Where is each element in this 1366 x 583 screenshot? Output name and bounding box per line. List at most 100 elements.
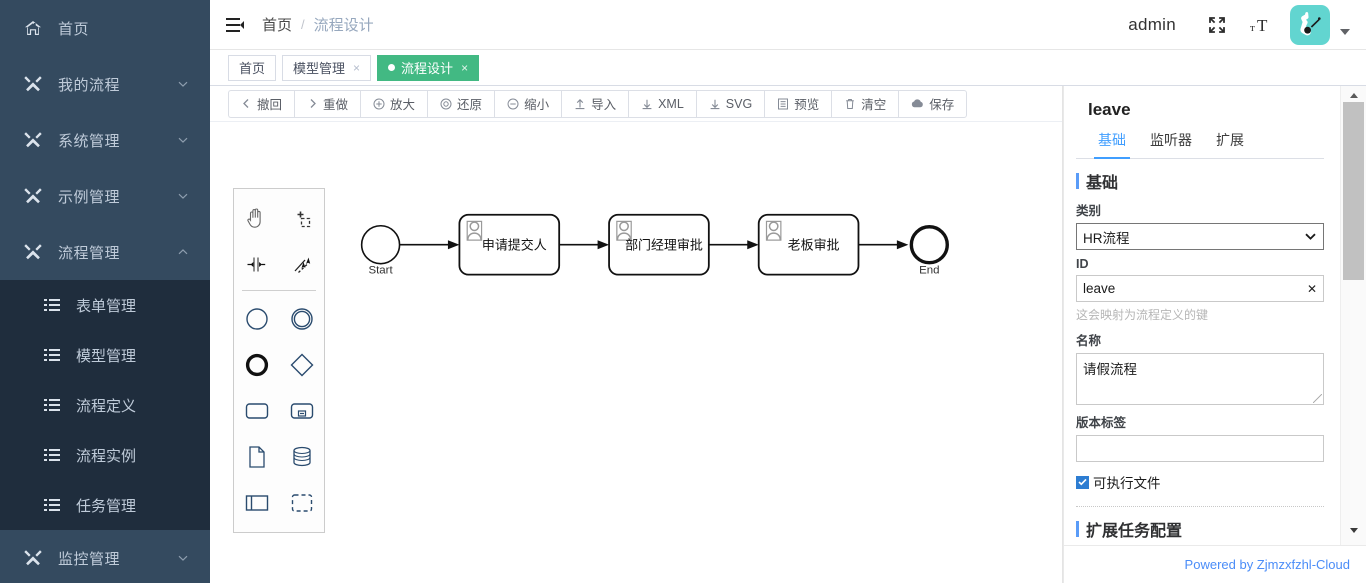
section-divider <box>1076 506 1324 507</box>
bpmn-diagram[interactable]: Start <box>210 122 1062 583</box>
group-icon[interactable] <box>279 480 324 526</box>
scroll-up-icon[interactable] <box>1341 88 1366 102</box>
sidebar-item-example[interactable]: 示例管理 <box>0 168 210 224</box>
executable-checkbox-row[interactable]: 可执行文件 <box>1076 472 1324 492</box>
collapse-menu-icon[interactable] <box>224 14 246 36</box>
list-icon <box>42 347 62 363</box>
tab-basic[interactable]: 基础 <box>1094 124 1130 159</box>
user-avatar-icon[interactable] <box>1290 4 1330 45</box>
sidebar-item-process-inst[interactable]: 流程实例 <box>0 430 210 480</box>
sidebar-item-monitor[interactable]: 监控管理 <box>0 530 210 583</box>
palette-row <box>234 388 324 434</box>
scroll-down-icon[interactable] <box>1341 523 1366 537</box>
tab-active-dot-icon <box>388 64 396 71</box>
tab-listener[interactable]: 监听器 <box>1150 124 1192 158</box>
hand-tool-icon[interactable] <box>234 195 279 241</box>
id-input[interactable]: leave ✕ <box>1076 275 1324 302</box>
preview-button[interactable]: 预览 <box>764 89 832 118</box>
start-event-icon[interactable] <box>234 296 279 342</box>
username-label: admin <box>1128 14 1176 34</box>
zoom-in-button[interactable]: 放大 <box>360 89 428 118</box>
version-input[interactable] <box>1076 435 1324 462</box>
page-footer: Powered by Zjmzxfzhl-Cloud <box>1064 545 1366 583</box>
sidebar-item-home[interactable]: 首页 <box>0 0 210 56</box>
list-icon <box>42 447 62 463</box>
tab-close-icon[interactable]: × <box>353 60 361 75</box>
toolbar-button-label: 缩小 <box>524 98 550 112</box>
sidebar-item-form-mgmt[interactable]: 表单管理 <box>0 280 210 330</box>
tab-model-mgmt[interactable]: 模型管理 × <box>282 54 372 81</box>
sidebar-item-process-mgmt[interactable]: 流程管理 <box>0 224 210 280</box>
download-icon <box>709 98 721 110</box>
zoom-out-button[interactable]: 缩小 <box>494 89 562 118</box>
checkbox-checked-icon[interactable] <box>1076 475 1089 489</box>
sidebar-item-label: 首页 <box>58 20 90 38</box>
fullscreen-icon[interactable] <box>1202 10 1232 40</box>
tab-home[interactable]: 首页 <box>228 54 277 81</box>
properties-scrollbar[interactable] <box>1340 86 1366 545</box>
space-tool-icon[interactable] <box>234 241 279 287</box>
scrollbar-thumb[interactable] <box>1343 102 1364 280</box>
data-object-icon[interactable] <box>234 434 279 480</box>
sidebar-item-process-def[interactable]: 流程定义 <box>0 380 210 430</box>
reset-zoom-button[interactable]: 还原 <box>427 89 495 118</box>
tab-process-design[interactable]: 流程设计 × <box>377 54 480 81</box>
executable-label: 可执行文件 <box>1093 476 1161 491</box>
gateway-icon[interactable] <box>279 342 324 388</box>
tab-strip: 首页 模型管理 × 流程设计 × <box>210 50 1366 86</box>
name-textarea[interactable]: 请假流程 <box>1076 353 1324 405</box>
sidebar-item-my-process[interactable]: 我的流程 <box>0 56 210 112</box>
tab-extension[interactable]: 扩展 <box>1216 124 1244 158</box>
sidebar-subitem-label: 模型管理 <box>76 347 137 365</box>
connect-tool-icon[interactable] <box>279 241 324 287</box>
sidebar-item-task-mgmt[interactable]: 任务管理 <box>0 480 210 530</box>
bpmn-flow-2[interactable] <box>559 240 610 250</box>
undo-button[interactable]: 撤回 <box>228 89 295 118</box>
bpmn-node-label: Start <box>368 265 393 277</box>
id-label: ID <box>1076 257 1089 271</box>
participant-icon[interactable] <box>234 480 279 526</box>
bpmn-node-task2[interactable]: 部门经理审批 <box>608 213 710 276</box>
sidebar: 首页 我的流程 系统管理 示例管理 <box>0 0 210 583</box>
bpmn-node-task3[interactable]: 老板审批 <box>757 213 860 276</box>
category-select[interactable]: HR流程 <box>1076 223 1324 250</box>
download-icon <box>641 98 653 110</box>
list-icon <box>42 497 62 513</box>
subprocess-icon[interactable] <box>279 388 324 434</box>
scrollbar-track[interactable] <box>1343 102 1364 521</box>
end-event-icon[interactable] <box>234 342 279 388</box>
bpmn-node-start[interactable]: Start <box>360 224 401 277</box>
category-value: HR流程 <box>1083 230 1130 246</box>
lasso-tool-icon[interactable] <box>279 195 324 241</box>
section-header-basic: 基础 <box>1076 169 1324 193</box>
download-svg-button[interactable]: SVG <box>695 89 765 118</box>
bpmn-node-task1[interactable]: 申请提交人 <box>458 213 561 276</box>
task-icon[interactable] <box>234 388 279 434</box>
cloud-icon <box>911 98 924 109</box>
toolbar-button-label: 保存 <box>929 98 955 112</box>
bpmn-flow-1[interactable] <box>399 240 460 250</box>
properties-title: leave <box>1088 100 1131 119</box>
bpmn-flow-4[interactable] <box>858 240 909 250</box>
redo-button[interactable]: 重做 <box>294 89 361 118</box>
save-button[interactable]: 保存 <box>898 89 968 118</box>
intermediate-event-icon[interactable] <box>279 296 324 342</box>
version-label: 版本标签 <box>1076 416 1127 430</box>
import-button[interactable]: 导入 <box>561 89 629 118</box>
toolbar-button-label: 重做 <box>323 98 349 112</box>
sidebar-item-system[interactable]: 系统管理 <box>0 112 210 168</box>
clear-button[interactable]: 清空 <box>831 89 899 118</box>
sidebar-item-label: 监控管理 <box>58 550 121 568</box>
clear-icon[interactable]: ✕ <box>1306 281 1317 296</box>
sidebar-item-model-mgmt[interactable]: 模型管理 <box>0 330 210 380</box>
bpmn-canvas[interactable]: Start <box>210 122 1062 583</box>
tab-close-icon[interactable]: × <box>461 60 469 75</box>
chevron-down-icon[interactable] <box>1340 28 1350 35</box>
bpmn-node-end[interactable]: End <box>909 225 949 277</box>
data-store-icon[interactable] <box>279 434 324 480</box>
resize-grip-icon[interactable] <box>1313 394 1322 403</box>
bpmn-flow-3[interactable] <box>708 240 759 250</box>
download-xml-button[interactable]: XML <box>628 89 696 118</box>
breadcrumb-home[interactable]: 首页 <box>262 17 293 34</box>
